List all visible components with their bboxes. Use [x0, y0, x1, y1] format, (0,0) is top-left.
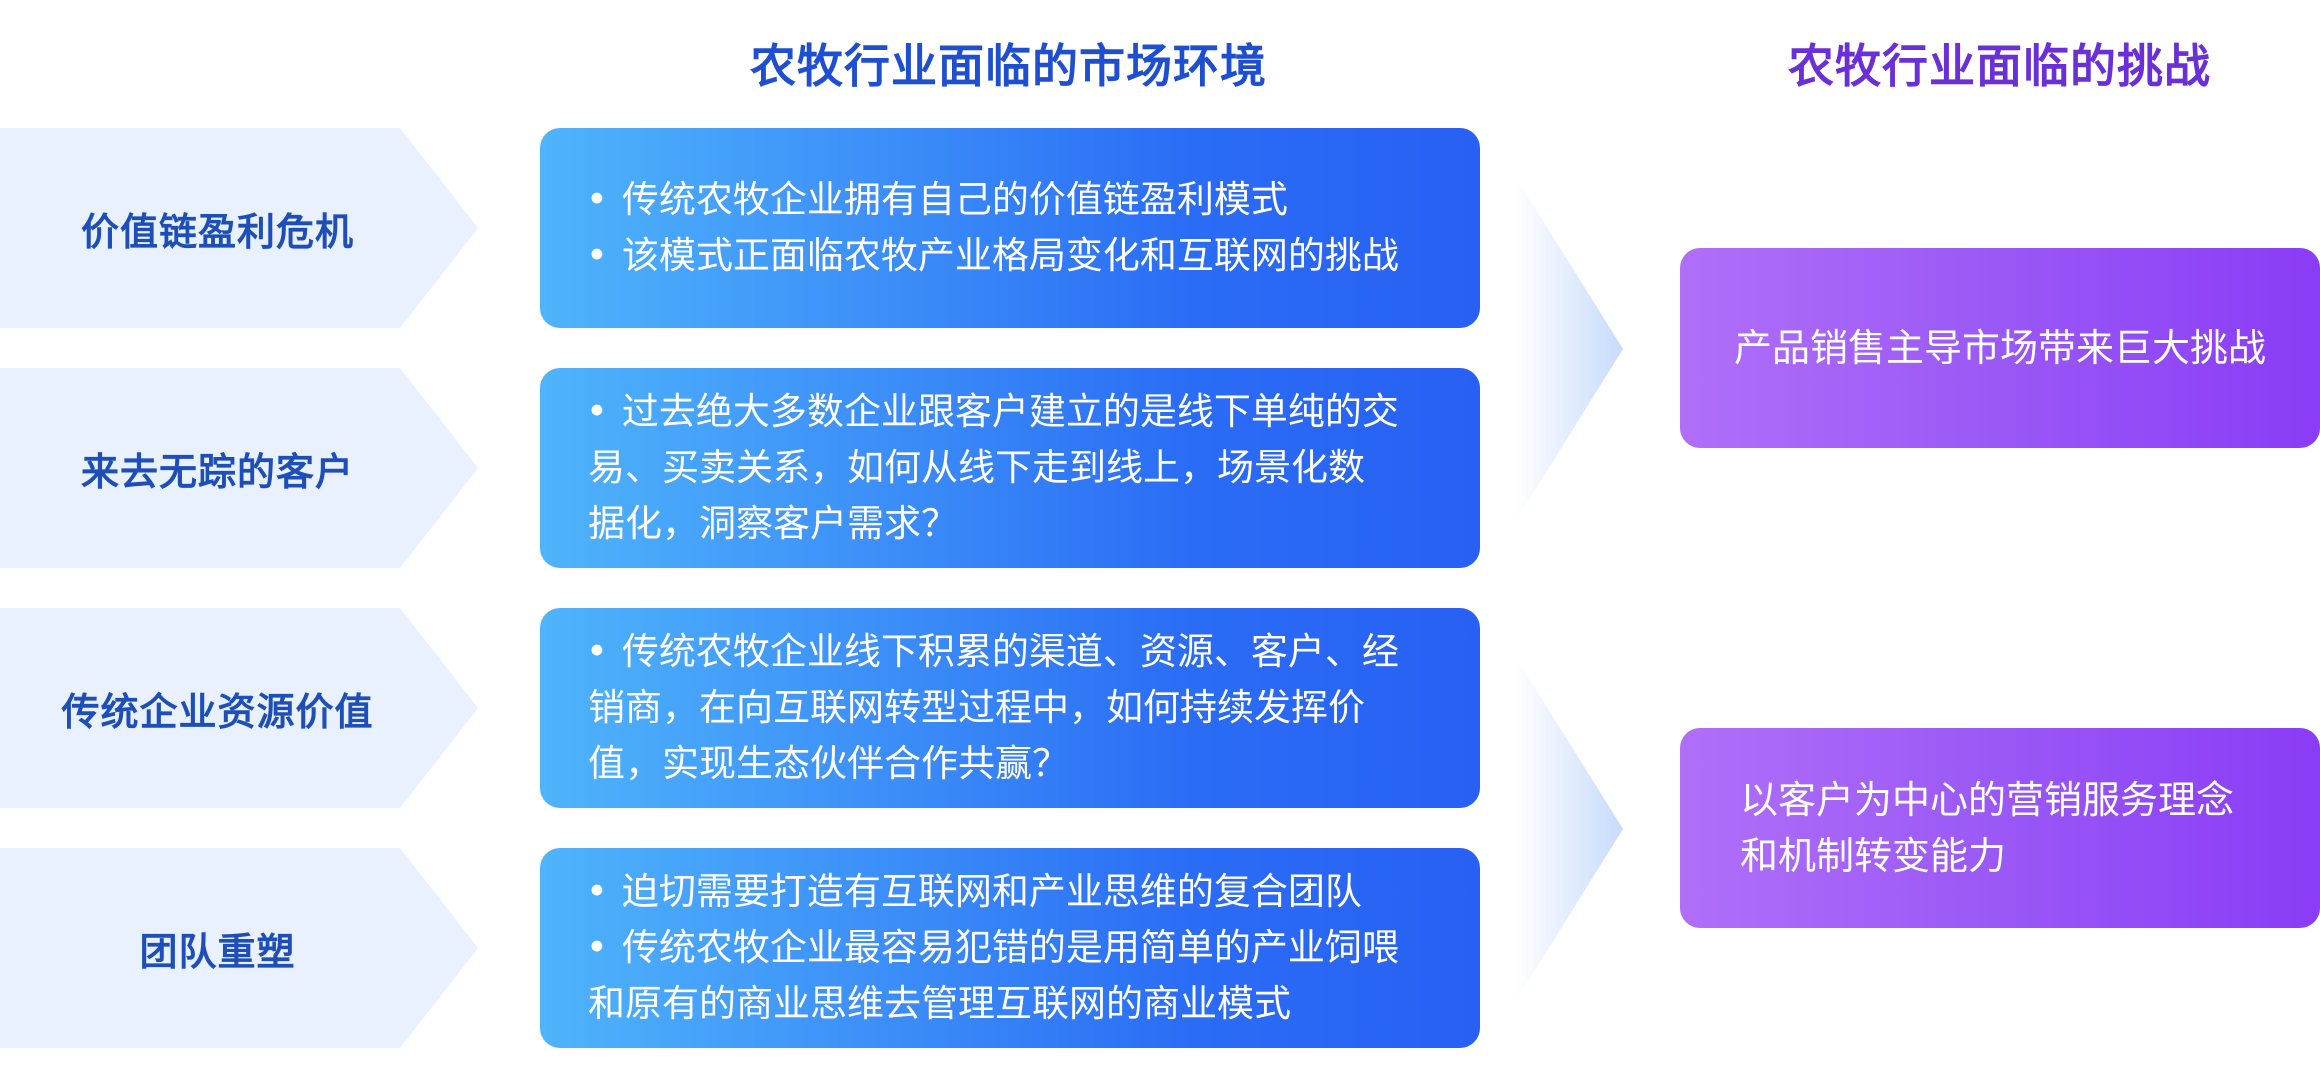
category-label: 传统企业资源价值 — [61, 689, 374, 734]
detail-line: 该模式正面临农牧产业格局变化和互联网的挑战 — [588, 228, 1448, 284]
detail-line: 据化，洞察客户需求？ — [588, 502, 958, 545]
category-chevron-customers: 来去无踪的客户 — [0, 368, 478, 568]
detail-line: 过去绝大多数企业跟客户建立的是线下单纯的交 — [588, 384, 1448, 440]
category-chevron-resources: 传统企业资源价值 — [0, 608, 478, 808]
detail-line: 迫切需要打造有互联网和产业思维的复合团队 — [588, 864, 1448, 920]
challenge-box-product-sales: 产品销售主导市场带来巨大挑战 — [1680, 248, 2320, 448]
detail-line: 和原有的商业思维去管理互联网的商业模式 — [588, 982, 1291, 1025]
market-heading: 农牧行业面临的市场环境 — [750, 39, 1267, 93]
detail-box-team: 迫切需要打造有互联网和产业思维的复合团队 传统农牧企业最容易犯错的是用简单的产业… — [540, 848, 1480, 1048]
detail-box-value-chain: 传统农牧企业拥有自己的价值链盈利模式 该模式正面临农牧产业格局变化和互联网的挑战 — [540, 128, 1480, 328]
detail-line: 销商，在向互联网转型过程中，如何持续发挥价 — [588, 686, 1365, 729]
detail-line: 值，实现生态伙伴合作共赢？ — [588, 742, 1069, 785]
category-chevron-team: 团队重塑 — [0, 848, 478, 1048]
detail-line: 传统农牧企业最容易犯错的是用简单的产业饲喂 — [588, 920, 1448, 976]
challenge-line: 以客户为中心的营销服务理念 — [1740, 778, 2235, 822]
challenges-heading: 农牧行业面临的挑战 — [1788, 39, 2211, 93]
challenge-box-customer-centric: 以客户为中心的营销服务理念 和机制转变能力 — [1680, 728, 2320, 928]
challenge-line: 产品销售主导市场带来巨大挑战 — [1733, 326, 2266, 370]
challenge-line: 和机制转变能力 — [1740, 834, 2007, 878]
category-chevron-value-chain: 价值链盈利危机 — [0, 128, 478, 328]
category-label: 团队重塑 — [139, 929, 296, 974]
category-label: 来去无踪的客户 — [80, 449, 354, 494]
detail-line: 传统农牧企业线下积累的渠道、资源、客户、经 — [588, 624, 1448, 680]
connector-arrow-bottom — [1515, 656, 1623, 1002]
detail-line: 传统农牧企业拥有自己的价值链盈利模式 — [588, 172, 1448, 228]
category-label: 价值链盈利危机 — [80, 209, 354, 254]
detail-box-resources: 传统农牧企业线下积累的渠道、资源、客户、经 销商，在向互联网转型过程中，如何持续… — [540, 608, 1480, 808]
connector-arrow-top — [1515, 176, 1623, 522]
detail-line: 易、买卖关系，如何从线下走到线上，场景化数 — [588, 446, 1365, 489]
detail-box-customers: 过去绝大多数企业跟客户建立的是线下单纯的交 易、买卖关系，如何从线下走到线上，场… — [540, 368, 1480, 568]
